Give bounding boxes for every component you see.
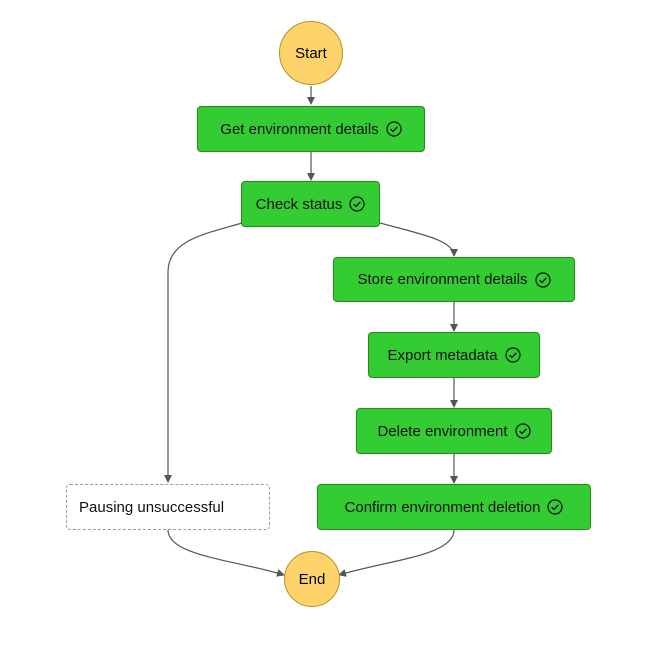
check-circle-icon: [514, 423, 531, 439]
edge-check-status-to-store-env: [379, 222, 458, 257]
check-circle-icon: [534, 271, 551, 288]
state-confirm-deletion[interactable]: Confirm environment deletion: [317, 484, 591, 530]
end-node[interactable]: End: [284, 551, 340, 607]
state-check-status[interactable]: Check status: [241, 181, 380, 227]
edge-pausing-to-end: [167, 529, 285, 577]
start-node[interactable]: Start: [279, 21, 343, 85]
start-label: Start: [295, 44, 327, 62]
state-pausing-unsuccessful[interactable]: Pausing unsuccessful: [66, 484, 270, 530]
state-label: Check status: [255, 195, 343, 213]
edge-confirm-to-end: [338, 529, 455, 577]
state-label: Confirm environment deletion: [344, 498, 541, 516]
check-circle-icon: [349, 196, 365, 212]
state-label: Delete environment: [377, 422, 508, 440]
check-circle-icon: [547, 499, 564, 515]
state-get-env[interactable]: Get environment details: [197, 106, 425, 152]
state-delete-env[interactable]: Delete environment: [356, 408, 552, 454]
check-circle-icon: [386, 121, 402, 137]
state-label: Get environment details: [220, 120, 379, 138]
end-label: End: [298, 570, 326, 588]
state-label: Pausing unsuccessful: [79, 498, 225, 516]
state-store-env[interactable]: Store environment details: [333, 257, 575, 302]
check-circle-icon: [504, 347, 521, 363]
edge-check-status-to-pausing: [164, 222, 243, 483]
state-label: Store environment details: [357, 271, 528, 288]
state-label: Export metadata: [387, 346, 498, 364]
state-export-metadata[interactable]: Export metadata: [368, 332, 540, 378]
